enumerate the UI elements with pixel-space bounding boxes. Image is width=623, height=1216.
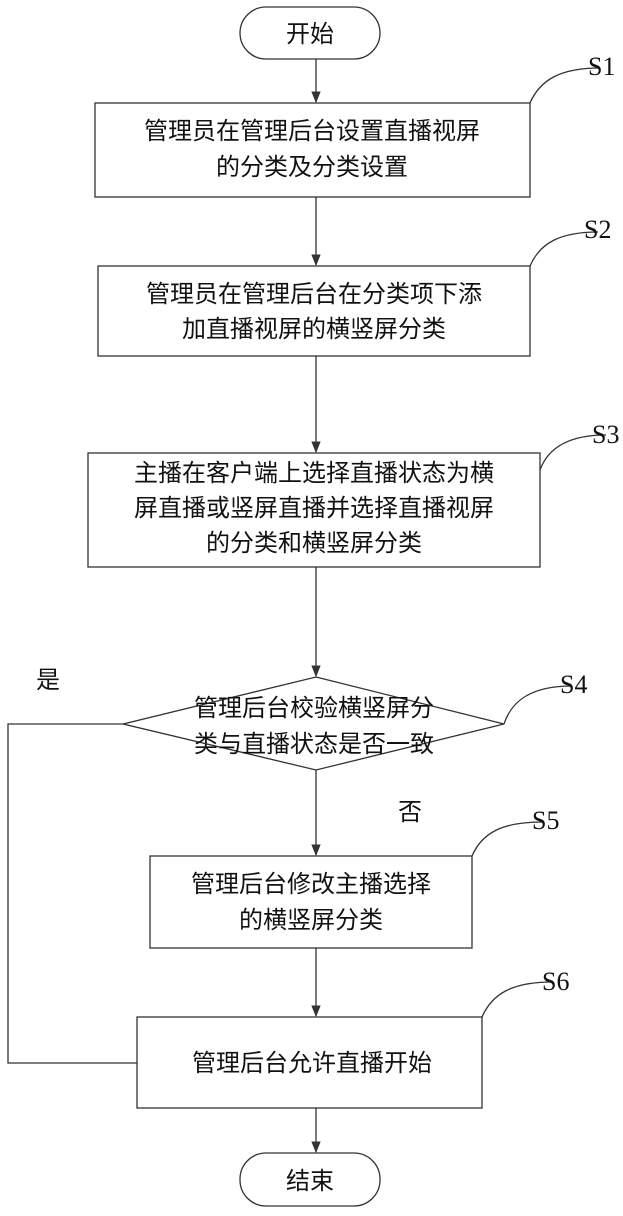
s2-text-line-2: 加直播视屏的横竖屏分类: [182, 315, 446, 343]
s5-text-line-1: 管理后台修改主播选择: [191, 870, 431, 898]
s5-text-line-2: 的横竖屏分类: [239, 906, 383, 934]
step-s3: 主播在客户端上选择直播状态为横 屏直播或竖屏直播并选择直播视屏 的分类和横竖屏分…: [88, 420, 619, 567]
step-s6: 管理后台允许直播开始 S6: [137, 967, 569, 1108]
s3-text-line-3: 的分类和横竖屏分类: [206, 529, 422, 557]
s4-step-label: S4: [560, 670, 587, 699]
s6-step-label: S6: [542, 967, 569, 996]
s2-step-label: S2: [584, 215, 611, 244]
connectors: [8, 59, 316, 1152]
s2-text-line-1: 管理员在管理后台在分类项下添: [146, 280, 482, 308]
end-label: 结束: [286, 1167, 334, 1195]
yes-branch-label: 是: [36, 666, 60, 694]
end-terminator: 结束: [240, 1153, 380, 1206]
start-label: 开始: [286, 20, 334, 48]
s4-text-line-2: 类与直播状态是否一致: [194, 730, 434, 758]
s3-text-line-2: 屏直播或竖屏直播并选择直播视屏: [134, 494, 494, 522]
step-s5: 管理后台修改主播选择 的横竖屏分类 S5: [150, 806, 559, 948]
s6-text-line-1: 管理后台允许直播开始: [192, 1049, 432, 1077]
s1-text-line-1: 管理员在管理后台设置直播视屏: [144, 117, 480, 145]
no-branch-label: 否: [398, 798, 422, 826]
s4-text-line-1: 管理后台校验横竖屏分: [194, 694, 434, 722]
s3-step-label: S3: [592, 420, 619, 449]
start-terminator: 开始: [240, 7, 380, 59]
s1-step-label: S1: [588, 52, 615, 81]
arrow-yes-branch: [8, 724, 150, 1063]
s1-text-line-2: 的分类及分类设置: [216, 153, 408, 181]
step-s2: 管理员在管理后台在分类项下添 加直播视屏的横竖屏分类 S2: [98, 215, 611, 356]
step-s4-decision: 管理后台校验横竖屏分 类与直播状态是否一致 S4 是 否: [36, 666, 587, 826]
s3-text-line-1: 主播在客户端上选择直播状态为横: [134, 459, 494, 487]
step-s1: 管理员在管理后台设置直播视屏 的分类及分类设置 S1: [95, 52, 615, 197]
s5-step-label: S5: [532, 806, 559, 835]
